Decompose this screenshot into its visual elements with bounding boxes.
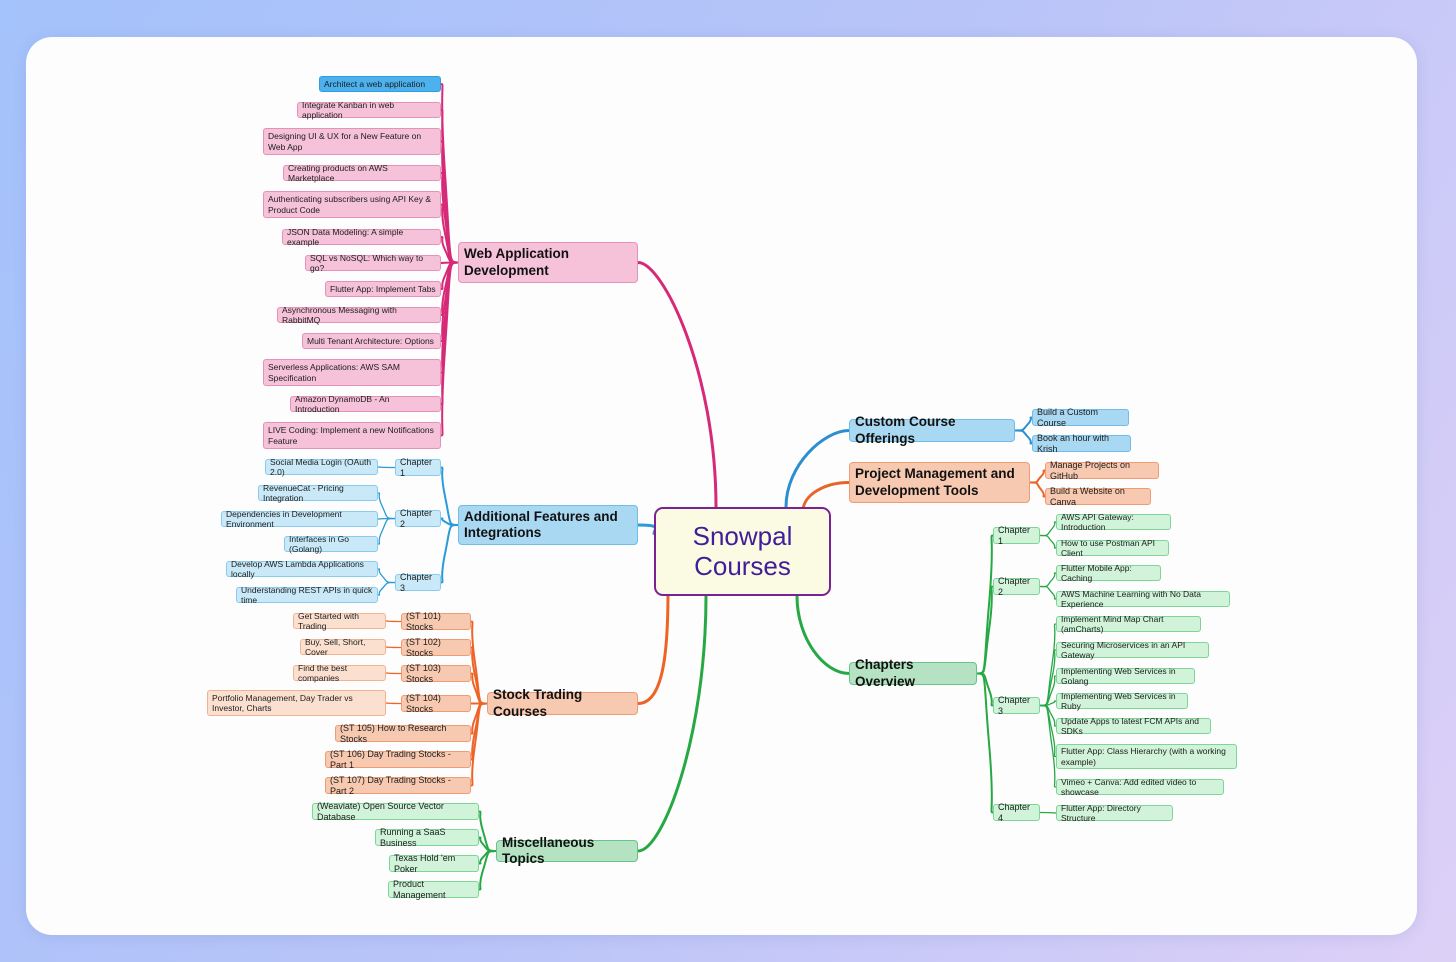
web-item-architect[interactable]: Architect a web application [319, 76, 441, 92]
mindmap-canvas [26, 37, 1417, 935]
web-item-sql-nosql[interactable]: SQL vs NoSQL: Which way to go? [305, 253, 441, 273]
topic-chapters-overview[interactable]: Chapters Overview [849, 657, 977, 689]
additional-item-aws-lambda[interactable]: Develop AWS Lambda Applications locally [226, 559, 378, 579]
additional-chapter-3[interactable]: Chapter 3 [395, 572, 441, 593]
misc-item-saas[interactable]: Running a SaaS Business [375, 827, 479, 848]
additional-item-revenuecat[interactable]: RevenueCat - Pricing Integration [258, 483, 378, 503]
misc-item-weaviate[interactable]: (Weaviate) Open Source Vector Database [312, 801, 479, 822]
chapters-item-class-hierarchy[interactable]: Flutter App: Class Hierarchy (with a wor… [1056, 744, 1237, 769]
web-item-kanban[interactable]: Integrate Kanban in web application [297, 100, 441, 120]
chapters-chapter-2[interactable]: Chapter 2 [993, 576, 1040, 597]
custom-item-book-hour[interactable]: Book an hour with Krish [1032, 433, 1131, 454]
additional-chapter-2[interactable]: Chapter 2 [395, 508, 441, 529]
custom-item-build-course[interactable]: Build a Custom Course [1032, 407, 1129, 428]
stock-course-101[interactable]: (ST 101) Stocks [401, 611, 471, 632]
additional-item-interfaces-go[interactable]: Interfaces in Go (Golang) [284, 534, 378, 554]
chapters-chapter-3[interactable]: Chapter 3 [993, 695, 1040, 716]
stock-sub-102[interactable]: Buy, Sell, Short, Cover [300, 637, 386, 657]
web-item-serverless[interactable]: Serverless Applications: AWS SAM Specifi… [263, 359, 441, 386]
additional-item-rest-apis[interactable]: Understanding REST APIs in quick time [236, 585, 378, 605]
stock-sub-103[interactable]: Find the best companies [293, 663, 386, 683]
web-item-ui-ux[interactable]: Designing UI & UX for a New Feature on W… [263, 128, 441, 155]
web-item-dynamodb[interactable]: Amazon DynamoDB - An Introduction [290, 394, 441, 414]
stock-course-104[interactable]: (ST 104) Stocks [401, 693, 471, 714]
chapters-item-api-gateway[interactable]: AWS API Gateway: Introduction [1056, 512, 1171, 532]
topic-project-management[interactable]: Project Management and Development Tools [849, 462, 1030, 503]
web-item-multi-tenant[interactable]: Multi Tenant Architecture: Options [302, 333, 441, 349]
web-item-aws-marketplace[interactable]: Creating products on AWS Marketplace [283, 163, 441, 183]
misc-item-poker[interactable]: Texas Hold 'em Poker [389, 853, 479, 874]
topic-additional-features[interactable]: Additional Features and Integrations [458, 505, 638, 545]
chapters-item-fcm[interactable]: Update Apps to latest FCM APIs and SDKs [1056, 716, 1211, 736]
stock-course-103[interactable]: (ST 103) Stocks [401, 663, 471, 684]
additional-item-oauth[interactable]: Social Media Login (OAuth 2.0) [265, 457, 378, 477]
chapters-item-directory-structure[interactable]: Flutter App: Directory Structure [1056, 803, 1173, 823]
web-item-rabbitmq[interactable]: Asynchronous Messaging with RabbitMQ [277, 305, 441, 325]
stock-sub-104[interactable]: Portfolio Management, Day Trader vs Inve… [207, 690, 386, 716]
stock-course-102[interactable]: (ST 102) Stocks [401, 637, 471, 658]
chapters-item-flutter-caching[interactable]: Flutter Mobile App: Caching [1056, 563, 1161, 583]
misc-item-product-management[interactable]: Product Management [388, 879, 479, 900]
stock-course-106[interactable]: (ST 106) Day Trading Stocks - Part 1 [325, 749, 471, 770]
additional-item-dependencies[interactable]: Dependencies in Development Environment [221, 509, 378, 529]
project-item-canva[interactable]: Build a Website on Canva [1045, 486, 1151, 507]
chapters-item-ruby[interactable]: Implementing Web Services in Ruby [1056, 691, 1188, 711]
central-topic-title: Snowpal Courses [692, 520, 793, 581]
web-item-api-key[interactable]: Authenticating subscribers using API Key… [263, 191, 441, 218]
chapters-item-vimeo-canva[interactable]: Vimeo + Canva: Add edited video to showc… [1056, 777, 1224, 797]
topic-custom-course-offerings[interactable]: Custom Course Offerings [849, 414, 1015, 446]
chapters-item-mind-map[interactable]: Implement Mind Map Chart (amCharts) [1056, 614, 1201, 634]
topic-miscellaneous[interactable]: Miscellaneous Topics [496, 835, 638, 866]
web-item-json-modeling[interactable]: JSON Data Modeling: A simple example [282, 227, 441, 247]
web-item-live-coding[interactable]: LIVE Coding: Implement a new Notificatio… [263, 422, 441, 449]
chapters-item-aws-ml[interactable]: AWS Machine Learning with No Data Experi… [1056, 589, 1230, 609]
central-topic[interactable]: Snowpal Courses [654, 507, 831, 596]
stock-sub-101[interactable]: Get Started with Trading [293, 611, 386, 631]
stock-course-105[interactable]: (ST 105) How to Research Stocks [335, 723, 471, 744]
chapters-chapter-1[interactable]: Chapter 1 [993, 525, 1040, 546]
chapters-item-golang[interactable]: Implementing Web Services in Golang [1056, 666, 1195, 686]
chapters-chapter-4[interactable]: Chapter 4 [993, 802, 1040, 823]
project-item-github[interactable]: Manage Projects on GitHub [1045, 460, 1159, 481]
stock-course-107[interactable]: (ST 107) Day Trading Stocks - Part 2 [325, 775, 471, 796]
topic-stock-trading[interactable]: Stock Trading Courses [487, 687, 638, 719]
web-item-flutter-tabs[interactable]: Flutter App: Implement Tabs [325, 281, 441, 297]
topic-web-application-development[interactable]: Web Application Development [458, 242, 638, 283]
chapters-item-postman[interactable]: How to use Postman API Client [1056, 538, 1169, 558]
chapters-item-microservices[interactable]: Securing Microservices in an API Gateway [1056, 640, 1209, 660]
additional-chapter-1[interactable]: Chapter 1 [395, 457, 441, 478]
